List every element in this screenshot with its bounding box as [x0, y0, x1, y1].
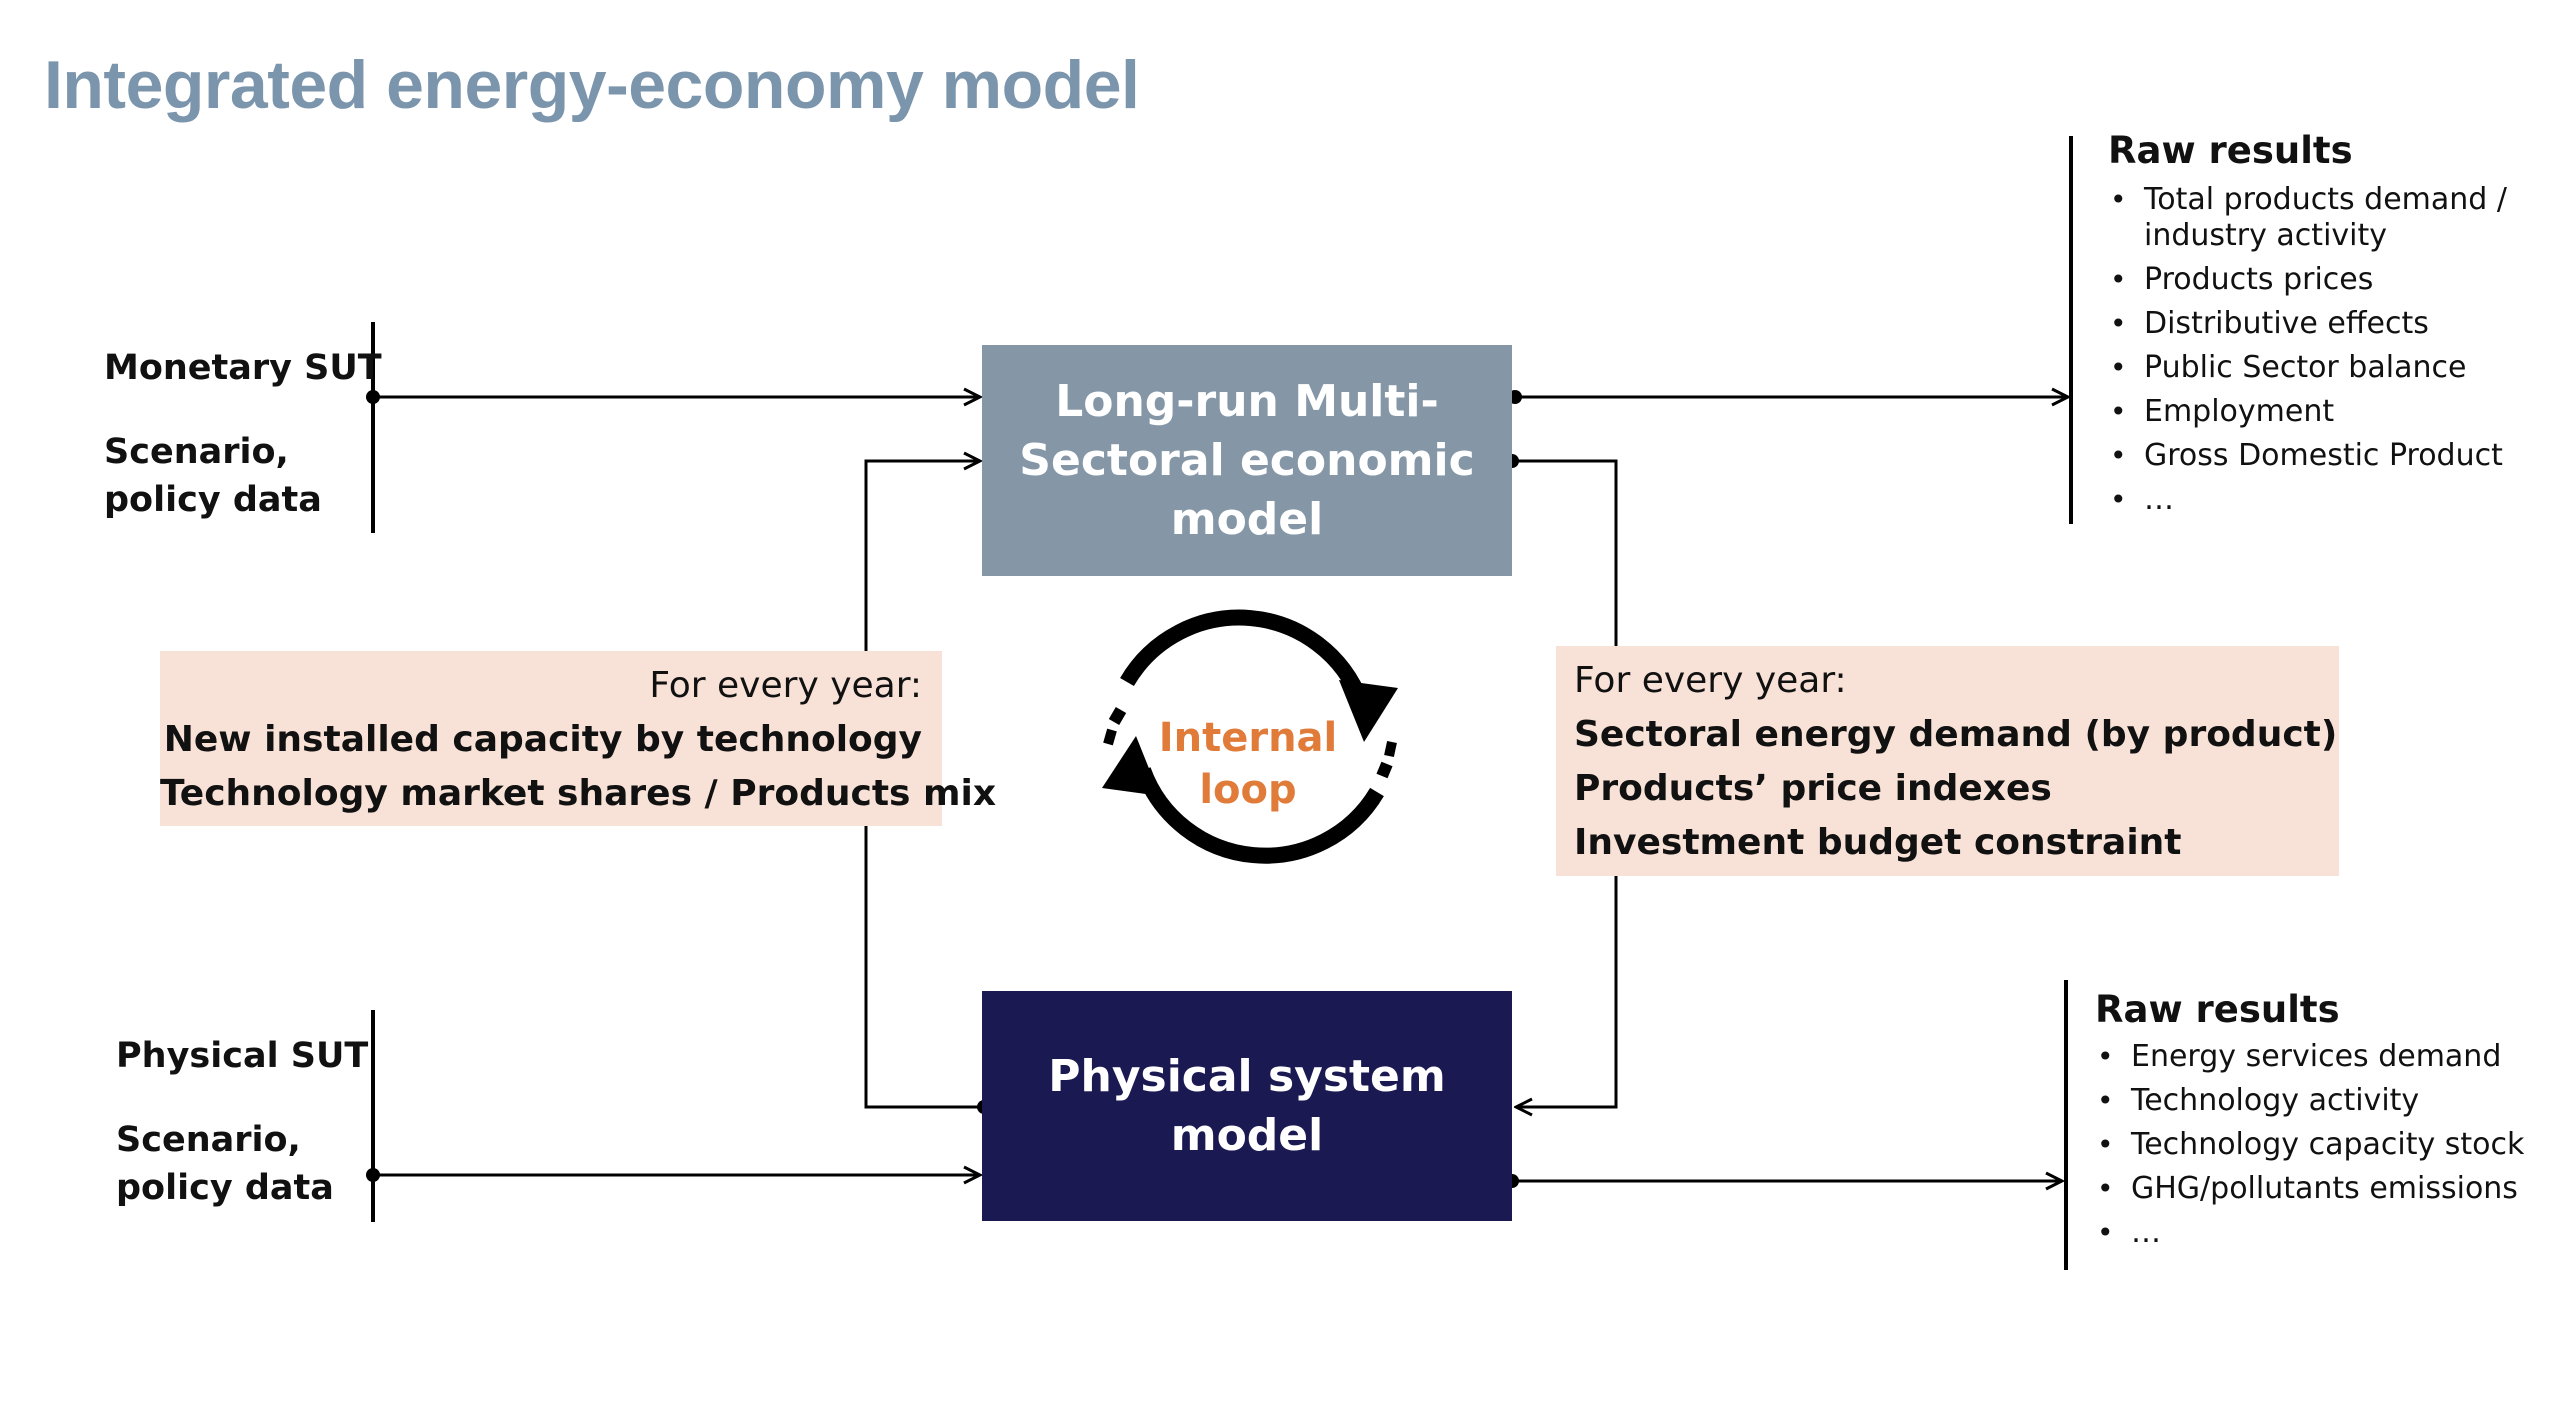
physical-model-box: Physical system model: [982, 991, 1512, 1221]
list-item: Technology capacity stock: [2095, 1127, 2535, 1163]
internal-loop-icon: [1102, 609, 1398, 864]
physical-model-line: model: [1170, 1110, 1324, 1161]
list-item: Products prices: [2108, 262, 2528, 298]
left-box-header: For every year:: [649, 665, 922, 706]
list-item: Total products demand / industry activit…: [2108, 182, 2528, 254]
list-item: Energy services demand: [2095, 1039, 2535, 1075]
list-item: Gross Domestic Product: [2108, 438, 2528, 474]
left-info-box: For every year: New installed capacity b…: [160, 651, 997, 826]
list-item: Employment: [2108, 394, 2528, 430]
economic-model-line: Long-run Multi-: [1055, 376, 1439, 427]
raw-results-bottom: Raw results Energy services demand Techn…: [2095, 985, 2535, 1259]
monetary-sut-label: Monetary SUT: [104, 348, 382, 388]
raw-results-title: Raw results: [2108, 129, 2353, 172]
list-item: Technology activity: [2095, 1083, 2535, 1119]
right-box-item: Investment budget constraint: [1574, 822, 2182, 863]
list-item: Public Sector balance: [2108, 350, 2528, 386]
internal-loop-label: Internal loop: [1153, 712, 1343, 816]
raw-results-list: Energy services demand Technology activi…: [2095, 1039, 2535, 1251]
physical-sut-label: Physical SUT: [116, 1036, 369, 1076]
raw-results-top: Raw results Total products demand / indu…: [2108, 126, 2528, 526]
list-item: …: [2095, 1215, 2535, 1251]
list-item: …: [2108, 482, 2528, 518]
list-item: GHG/pollutants emissions: [2095, 1171, 2535, 1207]
economic-model-box: Long-run Multi- Sectoral economic model: [982, 345, 1512, 576]
scenario-policy-label-bottom: Scenario, policy data: [116, 1116, 334, 1212]
scenario-text: Scenario,: [104, 432, 289, 472]
left-box-item: Technology market shares / Products mix: [160, 773, 997, 814]
right-box-item: Products’ price indexes: [1574, 768, 2052, 809]
right-box-item: Sectoral energy demand (by product): [1574, 714, 2338, 755]
list-item: Distributive effects: [2108, 306, 2528, 342]
left-box-item: New installed capacity by technology: [163, 719, 922, 760]
loop-label-line: Internal: [1158, 715, 1338, 761]
loop-label-line: loop: [1199, 767, 1297, 813]
right-box-header: For every year:: [1574, 660, 1847, 701]
economic-model-line: model: [1170, 494, 1324, 545]
scenario-policy-label-top: Scenario, policy data: [104, 428, 322, 524]
right-info-box: For every year: Sectoral energy demand (…: [1556, 646, 2339, 876]
policy-data-text: policy data: [116, 1168, 334, 1208]
policy-data-text: policy data: [104, 480, 322, 520]
page-title: Integrated energy-economy model: [44, 47, 1140, 123]
economic-model-line: Sectoral economic: [1019, 435, 1475, 486]
physical-model-line: Physical system: [1048, 1051, 1446, 1102]
raw-results-list: Total products demand / industry activit…: [2108, 182, 2528, 518]
raw-results-title: Raw results: [2095, 988, 2340, 1031]
scenario-text: Scenario,: [116, 1120, 301, 1160]
